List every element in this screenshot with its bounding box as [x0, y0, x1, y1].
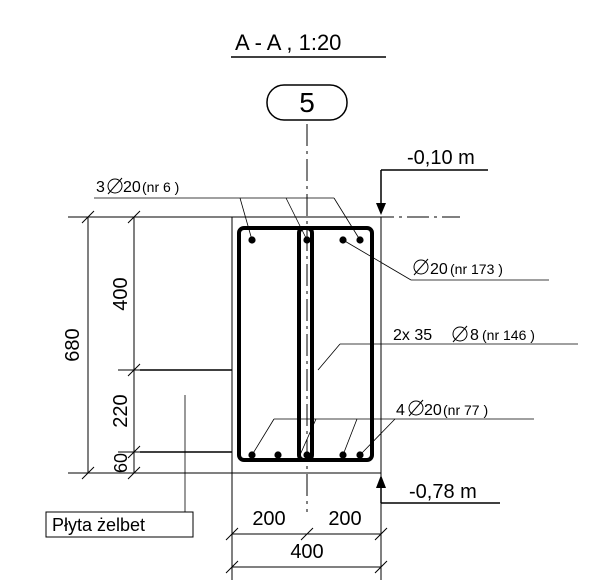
bottom-bars-ref: (nr 77 )	[443, 402, 488, 418]
stirrups-count: 2x 35	[393, 327, 432, 344]
diameter-symbol-icon	[107, 177, 123, 195]
stirrups-ref: (nr 146 )	[482, 327, 535, 343]
dim-total-height: 680	[62, 328, 84, 361]
bottom-bars-leader-4	[359, 418, 396, 456]
dim-lower-height: 60	[111, 453, 131, 473]
bottom-bars-leader-1	[251, 418, 275, 456]
rebar-bottom-3	[303, 451, 311, 459]
dim-tick-total-bottom	[81, 466, 95, 480]
level-top-arrow-icon	[376, 203, 386, 215]
section-title: A - A , 1:20	[235, 30, 341, 55]
stirrup-left	[237, 226, 314, 462]
stirrups-leader	[317, 343, 341, 371]
bottom-bars-count: 4	[396, 402, 405, 419]
diameter-symbol-icon	[408, 399, 424, 417]
level-top-label: -0,10 m	[407, 147, 475, 169]
dim-tick-total-right	[374, 560, 388, 574]
bottom-bars-leader-2	[299, 418, 317, 456]
rebar-bottom-2	[274, 451, 282, 459]
dim-total-width: 400	[290, 541, 323, 563]
dim-tick-total-top	[81, 210, 95, 224]
dim-tick-half-2	[300, 527, 314, 541]
dim-tick-chain-2	[127, 363, 141, 377]
slab-label-box	[45, 511, 194, 538]
top-bars-diameter: 20	[123, 179, 141, 196]
dim-tick-chain-3	[127, 445, 141, 459]
slab-label: Płyta żelbet	[52, 515, 145, 535]
bottom-bars-leader-3	[342, 418, 358, 456]
diameter-symbol-icon	[452, 325, 468, 343]
single-bar-ref: (nr 173 )	[450, 261, 503, 277]
dim-tick-total-left	[225, 560, 239, 574]
dim-tick-half-1	[225, 527, 239, 541]
single-bar-diameter: 20	[430, 261, 448, 278]
dim-half-width-right: 200	[328, 508, 361, 530]
beam-outline	[231, 216, 382, 474]
dim-tick-chain-4	[127, 466, 141, 480]
top-bars-leader-3	[333, 197, 361, 241]
dim-upper-height: 400	[110, 277, 132, 310]
top-bars-leader-2	[285, 197, 308, 241]
dim-half-width-left: 200	[252, 508, 285, 530]
level-bottom-label: -0,78 m	[409, 481, 477, 503]
top-bars-leader-1	[239, 197, 253, 241]
top-bars-count: 3	[96, 179, 105, 196]
dim-slab-height: 220	[110, 394, 132, 427]
dim-tick-half-3	[374, 527, 388, 541]
top-bars-ref: (nr 6 )	[142, 179, 179, 195]
single-bar-leader	[342, 239, 412, 281]
bottom-bars-diameter: 20	[424, 402, 442, 419]
stirrups-diameter: 8	[470, 327, 479, 344]
section-number-bubble	[266, 84, 348, 121]
section-number: 5	[299, 87, 315, 118]
dim-tick-chain-1	[127, 210, 141, 224]
diameter-symbol-icon	[413, 258, 429, 276]
